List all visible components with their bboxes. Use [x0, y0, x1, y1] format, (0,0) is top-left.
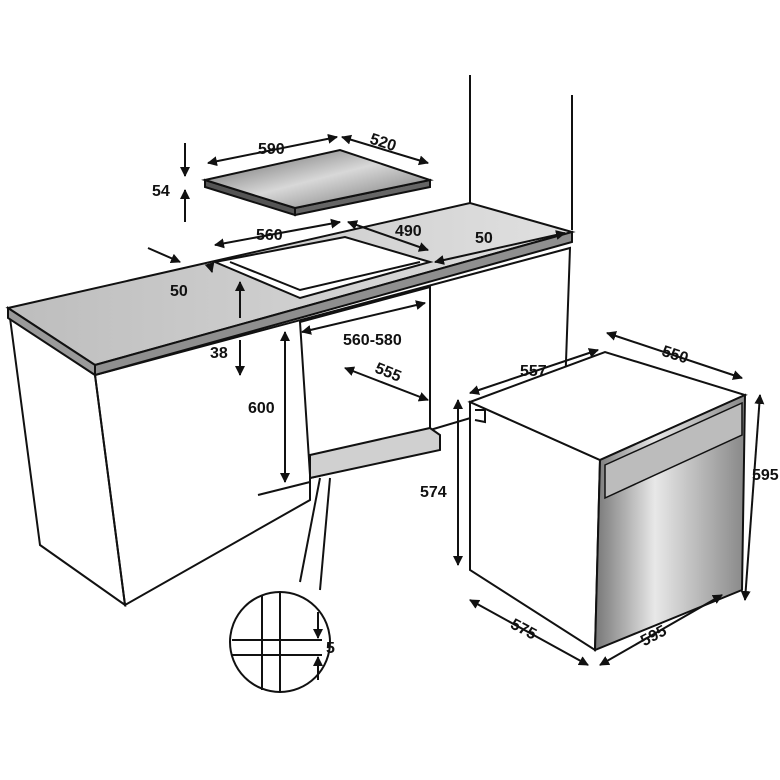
- label-hob-depth: 520: [368, 131, 399, 155]
- label-cutout-depth: 490: [395, 223, 422, 240]
- label-oven-depth-total: 557: [520, 363, 547, 380]
- dimension-lines: [147, 133, 765, 666]
- label-hob-width: 590: [258, 141, 285, 158]
- wall-lines: [469, 75, 573, 230]
- label-worktop-thickness: 38: [210, 345, 228, 362]
- label-detail-gap: 5: [326, 640, 335, 657]
- label-cutout-front-margin: 50: [475, 230, 493, 247]
- label-hob-height: 54: [152, 183, 170, 200]
- detail-circle: [229, 591, 331, 693]
- label-oven-body-width: 575: [508, 616, 540, 644]
- hob: [201, 148, 434, 217]
- label-oven-front-height: 595: [752, 467, 779, 484]
- label-oven-body-height: 574: [420, 484, 447, 501]
- label-oven-body-depth: 550: [660, 343, 691, 367]
- label-niche-width: 560-580: [343, 332, 402, 349]
- label-niche-height: 600: [248, 400, 275, 417]
- label-cutout-width: 560: [256, 227, 283, 244]
- label-cutout-side-margin: 50: [170, 283, 188, 300]
